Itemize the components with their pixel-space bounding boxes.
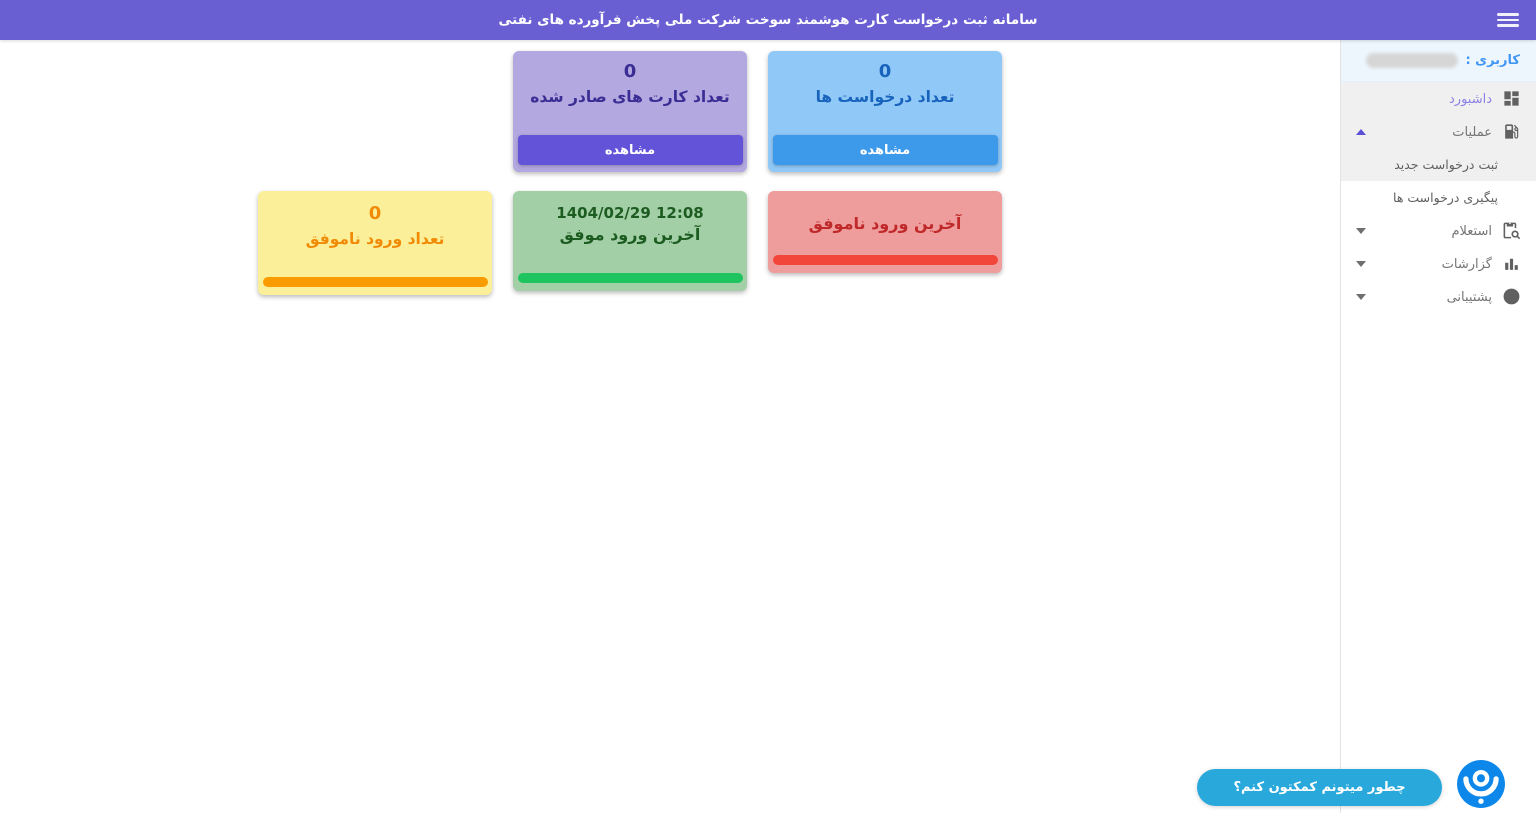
sidebar-item-track-requests[interactable]: پیگیری درخواست ها (1341, 181, 1536, 214)
card-total-requests: 0 تعداد درخواست ها مشاهده (768, 51, 1002, 172)
sidebar-item-dashboard[interactable]: داشبورد (1341, 82, 1536, 115)
sidebar-item-support[interactable]: پشتیبانی (1341, 280, 1536, 313)
chevron-down-icon[interactable] (1356, 227, 1366, 234)
chat-help-label: چطور میتونم کمکتون کنم؟ (1233, 780, 1406, 795)
sidebar-item-label: گزارشات (1441, 257, 1492, 272)
chevron-down-icon[interactable] (1356, 260, 1366, 267)
sidebar-nav: داشبورد عملیات ثبت درخواست جدید پیگیری د… (1341, 82, 1536, 313)
status-bar-red (772, 255, 998, 265)
sidebar-item-label: عملیات (1452, 125, 1492, 140)
card-value: 1404/02/29 12:08 (556, 204, 704, 222)
sidebar: کاربری : داشبورد عملیات ثبت درخواست جدید (1340, 40, 1536, 813)
page-title: سامانه ثبت درخواست کارت هوشمند سوخت شرکت… (498, 12, 1038, 28)
card-failed-login-count: 0 تعداد ورود ناموفق (258, 191, 492, 295)
card-value: 0 (368, 203, 382, 224)
bar-chart-icon (1501, 254, 1521, 274)
hamburger-menu-icon[interactable] (1497, 10, 1519, 30)
card-last-failed-login: آخرین ورود ناموفق (768, 191, 1002, 273)
card-issued-cards: 0 تعداد کارت های صادر شده مشاهده (513, 51, 747, 172)
app-header: سامانه ثبت درخواست کارت هوشمند سوخت شرکت… (0, 0, 1536, 40)
card-title: آخرین ورود موفق (559, 225, 701, 244)
sidebar-item-reports[interactable]: گزارشات (1341, 247, 1536, 280)
sidebar-user-row: کاربری : (1341, 40, 1536, 82)
fuel-pump-icon (1501, 122, 1521, 142)
card-value: 0 (878, 61, 892, 82)
card-title: تعداد ورود ناموفق (305, 230, 445, 248)
sidebar-item-label: پیگیری درخواست ها (1393, 190, 1498, 205)
user-label: کاربری : (1465, 53, 1520, 68)
sidebar-item-inquiry[interactable]: استعلام (1341, 214, 1536, 247)
sidebar-item-label: استعلام (1451, 224, 1492, 239)
status-bar-green (517, 273, 743, 283)
view-requests-button[interactable]: مشاهده (772, 135, 998, 165)
sidebar-expanded-group: داشبورد عملیات ثبت درخواست جدید (1341, 82, 1536, 181)
card-title: تعداد کارت های صادر شده (530, 88, 730, 106)
sidebar-item-label: ثبت درخواست جدید (1394, 157, 1498, 172)
clipboard-search-icon (1501, 221, 1521, 241)
sidebar-item-operations[interactable]: عملیات (1341, 115, 1536, 148)
dashboard-grid-icon (1501, 89, 1521, 109)
view-issued-cards-button[interactable]: مشاهده (517, 135, 743, 165)
chevron-up-icon[interactable] (1356, 128, 1366, 135)
username-redacted (1366, 53, 1459, 68)
sidebar-item-new-request[interactable]: ثبت درخواست جدید (1341, 148, 1536, 181)
chat-help-button[interactable]: چطور میتونم کمکتون کنم؟ (1197, 769, 1442, 806)
card-title: تعداد درخواست ها (815, 88, 955, 106)
sidebar-item-label: داشبورد (1449, 92, 1492, 107)
status-bar-orange (262, 277, 488, 287)
card-value: 0 (623, 61, 637, 82)
chat-widget-logo-icon[interactable] (1456, 759, 1506, 809)
sidebar-item-label: پشتیبانی (1446, 290, 1492, 305)
card-last-successful-login: 1404/02/29 12:08 آخرین ورود موفق (513, 191, 747, 291)
chevron-down-icon[interactable] (1356, 293, 1366, 300)
card-title: آخرین ورود ناموفق (808, 213, 962, 233)
support-wheel-icon (1501, 287, 1521, 307)
dashboard-main: 0 تعداد درخواست ها مشاهده 0 تعداد کارت ه… (0, 40, 1340, 813)
hamburger-bar (1497, 18, 1519, 22)
hamburger-bar (1497, 13, 1519, 16)
hamburger-bar (1497, 24, 1519, 27)
